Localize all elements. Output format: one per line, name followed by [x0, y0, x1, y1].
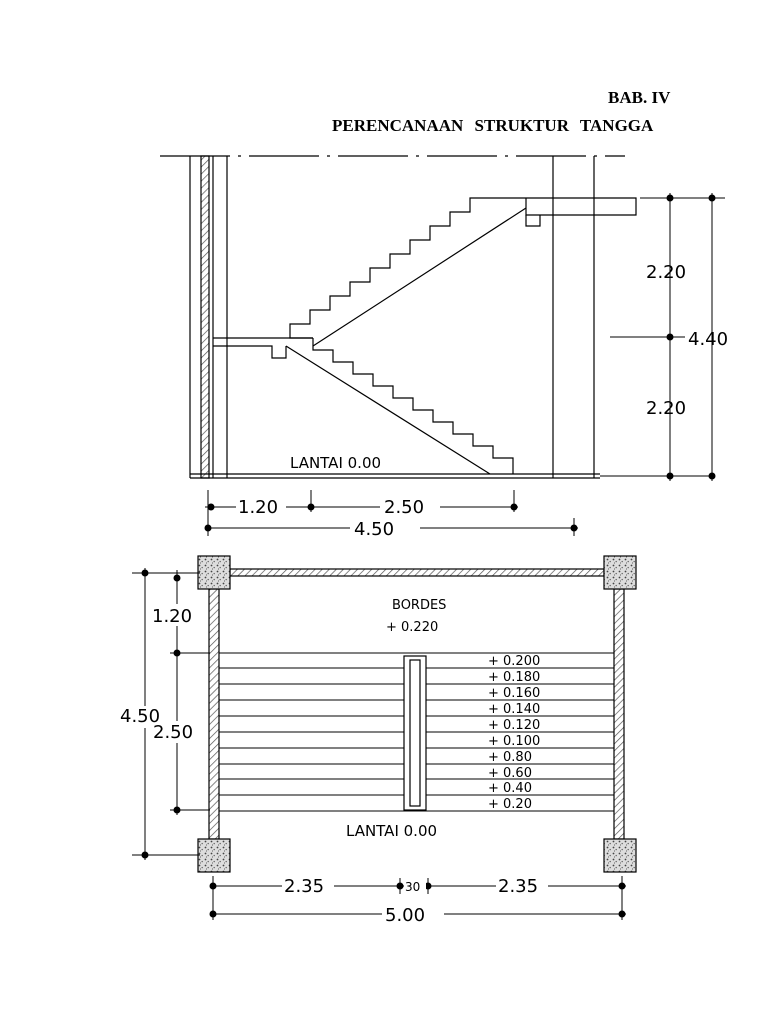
plan-dim-total-width: 5.00: [385, 905, 425, 926]
step-level: + 0.180: [488, 670, 540, 685]
section-dim-total-width: 4.50: [354, 519, 394, 540]
step-level: + 0.60: [488, 766, 532, 781]
step-level: + 0.40: [488, 781, 532, 796]
central-divider-core: [409, 659, 421, 807]
step-level: + 0.200: [488, 654, 540, 669]
lower-flight-steps: [312, 338, 514, 474]
upper-flight-steps: [289, 197, 637, 339]
step-level: + 0.160: [488, 686, 540, 701]
stair-section: [160, 155, 637, 479]
step-level: + 0.100: [488, 734, 540, 749]
wall-hatch: [200, 155, 210, 479]
plan-floor-label: LANTAI 0.00: [346, 822, 437, 840]
column-top-right: [603, 555, 637, 590]
landing-label: BORDES: [392, 598, 446, 613]
section-floor-label: LANTAI 0.00: [290, 454, 381, 472]
step-level-labels: + 0.200 + 0.180 + 0.160 + 0.140 + 0.120 …: [486, 654, 558, 812]
step-level: + 0.20: [488, 797, 532, 812]
column-top-left: [197, 555, 231, 590]
plan-dim-total: 4.50: [120, 706, 160, 727]
column-bottom-left: [197, 838, 231, 873]
plan-dim-landing: 1.20: [152, 606, 192, 627]
lower-flight-soffit: [285, 345, 491, 475]
column-bottom-right: [603, 838, 637, 873]
step-level: + 0.80: [488, 750, 532, 765]
page-title: PERENCANAAN STRUKTUR TANGGA: [332, 116, 654, 135]
section-dim-landing: 1.20: [238, 497, 278, 518]
landing-slab-underside: [213, 345, 287, 359]
chapter-heading: BAB. IV: [608, 88, 671, 107]
landing-level: + 0.220: [386, 620, 438, 635]
plan-dim-flight: 2.50: [153, 722, 193, 743]
step-level: + 0.140: [488, 702, 540, 717]
section-dim-upper: 2.20: [646, 262, 686, 283]
plan-dim-right-flight: 2.35: [498, 876, 538, 897]
upper-flight-soffit: [312, 207, 527, 347]
section-vertical-dimensions: [600, 193, 725, 481]
section-dim-lower: 2.20: [646, 398, 686, 419]
plan-wall-top: [229, 568, 605, 577]
section-dim-total: 4.40: [688, 329, 728, 350]
plan-wall-left: [208, 588, 220, 840]
plan-dim-left-flight: 2.35: [284, 876, 324, 897]
plan-dim-divider: 30: [405, 880, 420, 894]
plan-wall-right: [613, 588, 625, 840]
section-dim-flight: 2.50: [384, 497, 424, 518]
step-level: + 0.120: [488, 718, 540, 733]
stair-plan: [197, 555, 637, 873]
upper-slab-underside: [525, 215, 541, 227]
